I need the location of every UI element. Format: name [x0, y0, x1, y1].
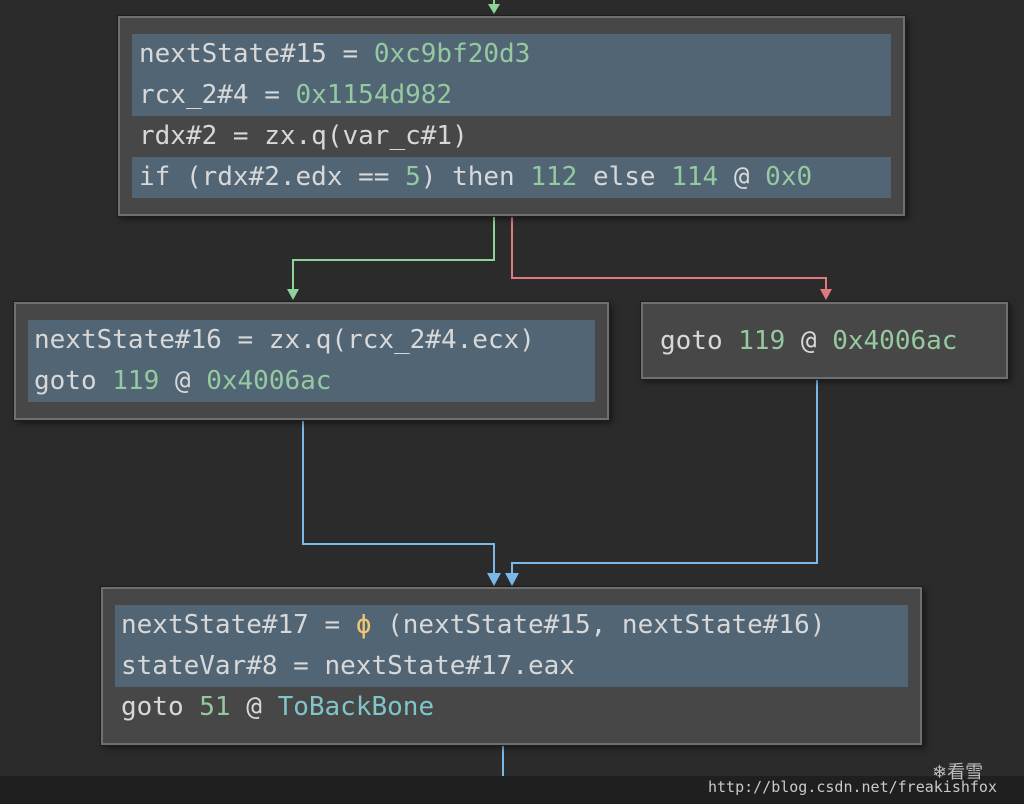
basic-block-top[interactable]: nextState#15 = 0xc9bf20d3 rcx_2#4 = 0x11… — [118, 16, 905, 216]
watermark-url: http://blog.csdn.net/freakishfox — [708, 778, 997, 796]
address-value[interactable]: 0x4006ac — [206, 366, 332, 396]
basic-block-right[interactable]: goto 119 @ 0x4006ac — [641, 302, 1008, 379]
arrow-left-to-bottom — [487, 573, 501, 586]
arrow-right-to-bottom — [505, 573, 519, 586]
instruction-line[interactable]: if (rdx#2.edx == 5) then 112 else 114 @ … — [132, 157, 891, 198]
instruction-text: if (rdx#2.edx == — [139, 162, 406, 192]
instruction-line[interactable]: goto 51 @ ToBackBone — [115, 687, 908, 728]
instruction-line[interactable]: rcx_2#4 = 0x1154d982 — [132, 75, 891, 116]
instruction-text: goto — [660, 326, 739, 356]
instruction-text: nextState#15 = — [139, 39, 374, 69]
phi-symbol: ϕ — [355, 610, 372, 640]
arrow-false — [820, 289, 832, 300]
instruction-line[interactable]: goto 119 @ 0x4006ac — [655, 321, 994, 362]
constant-value: 0xc9bf20d3 — [373, 39, 531, 69]
arrow-incoming — [488, 4, 500, 14]
instruction-line[interactable]: nextState#17 = ϕ (nextState#15, nextStat… — [115, 605, 908, 646]
instruction-line[interactable]: rdx#2 = zx.q(var_c#1) — [132, 116, 891, 157]
constant-value: 5 — [405, 162, 421, 192]
symbol-link[interactable]: ToBackBone — [277, 692, 435, 722]
bottom-strip — [0, 776, 1024, 804]
instruction-text: rdx#2 = zx.q(var_c#1) — [139, 121, 468, 151]
arrow-true — [287, 289, 299, 300]
instruction-text: stateVar#8 = nextState#17.eax — [121, 651, 575, 681]
instruction-text: @ — [718, 162, 766, 192]
instruction-line[interactable]: nextState#16 = zx.q(rcx_2#4.ecx) — [28, 320, 595, 361]
edge-left-to-bottom — [302, 419, 495, 577]
basic-block-bottom[interactable]: nextState#17 = ϕ (nextState#15, nextStat… — [101, 587, 922, 745]
block-index[interactable]: 119 — [738, 326, 786, 356]
watermark-logo: ❄看雪 — [932, 762, 984, 783]
instruction-line[interactable]: goto 119 @ 0x4006ac — [28, 361, 595, 402]
block-index[interactable]: 51 — [199, 692, 231, 722]
edge-true — [292, 215, 495, 293]
instruction-text: @ — [159, 366, 207, 396]
instruction-text: (nextState#15, nextState#16) — [371, 610, 826, 640]
edge-false — [511, 215, 827, 293]
instruction-text: @ — [785, 326, 833, 356]
block-index[interactable]: 114 — [671, 162, 719, 192]
instruction-text: else — [577, 162, 672, 192]
instruction-text: goto — [121, 692, 200, 722]
block-index[interactable]: 112 — [530, 162, 578, 192]
basic-block-left[interactable]: nextState#16 = zx.q(rcx_2#4.ecx) goto 11… — [14, 302, 609, 420]
instruction-text: nextState#17 = — [121, 610, 356, 640]
edge-right-to-bottom — [511, 378, 818, 577]
address-value[interactable]: 0x0 — [765, 162, 813, 192]
instruction-text: nextState#16 = zx.q(rcx_2#4.ecx) — [34, 325, 535, 355]
instruction-text: @ — [230, 692, 278, 722]
instruction-line[interactable]: stateVar#8 = nextState#17.eax — [115, 646, 908, 687]
instruction-text: ) then — [420, 162, 531, 192]
instruction-line[interactable]: nextState#15 = 0xc9bf20d3 — [132, 34, 891, 75]
instruction-text: goto — [34, 366, 113, 396]
instruction-text: rcx_2#4 = — [139, 80, 296, 110]
block-index[interactable]: 119 — [112, 366, 160, 396]
constant-value: 0x1154d982 — [295, 80, 453, 110]
address-value[interactable]: 0x4006ac — [832, 326, 958, 356]
